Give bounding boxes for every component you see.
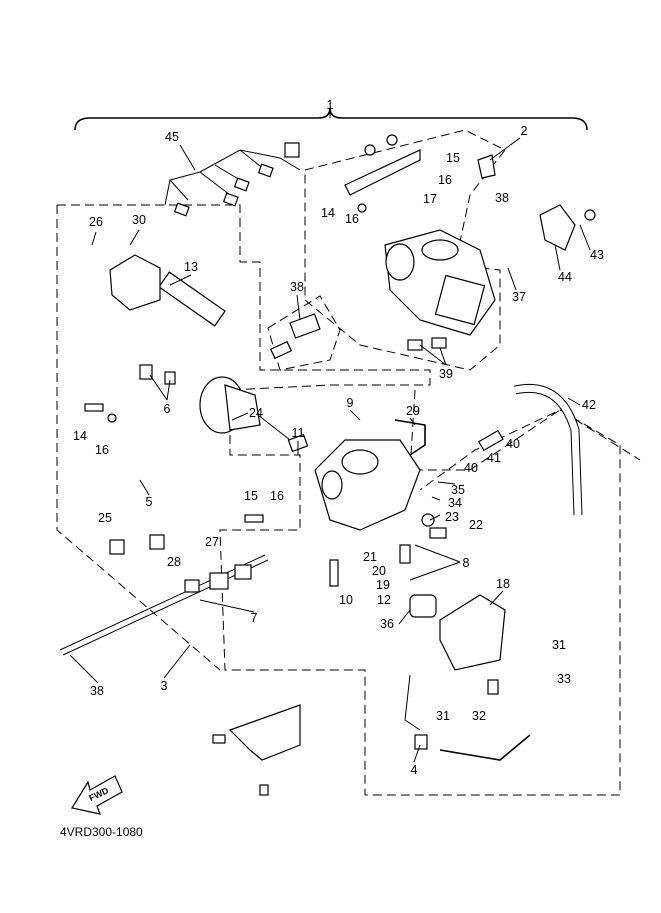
callout: 24	[249, 406, 263, 420]
joint-pipe	[394, 419, 426, 456]
callout: 35	[451, 483, 465, 497]
callout: 16	[95, 443, 109, 457]
callout: 32	[472, 709, 486, 723]
callout: 38	[495, 191, 509, 205]
callout: 33	[557, 672, 571, 686]
callout: 16	[270, 489, 284, 503]
callout: 12	[377, 593, 391, 607]
callout: 34	[448, 496, 462, 510]
fitting-2	[477, 154, 496, 179]
group-outline-29	[409, 389, 641, 471]
front-carburetor	[314, 439, 421, 531]
callout: 40	[506, 437, 520, 451]
callout: 19	[376, 578, 390, 592]
small-parts	[84, 313, 504, 796]
bracket	[344, 149, 421, 196]
callout: 14	[73, 429, 87, 443]
callout: 43	[590, 248, 604, 262]
callout: 4	[411, 763, 418, 777]
callout: 17	[423, 192, 437, 206]
callout: 14	[321, 206, 335, 220]
callout: 37	[512, 290, 526, 304]
fitting-44	[539, 204, 576, 251]
callout: 29	[406, 404, 420, 418]
top-cover	[109, 254, 161, 311]
callout: 21	[363, 550, 377, 564]
callout: 25	[98, 511, 112, 525]
callout: 13	[184, 260, 198, 274]
callout: 11	[292, 426, 305, 440]
link-rod	[404, 674, 421, 731]
callout: 41	[487, 451, 501, 465]
rear-carburetor	[384, 229, 496, 336]
callout: 3	[161, 679, 168, 693]
callout: 2	[521, 124, 528, 138]
callout: 31	[436, 709, 450, 723]
fwd-arrow-icon: FWD	[71, 775, 123, 815]
group-outline-2	[304, 129, 506, 371]
callout: 22	[469, 518, 483, 532]
callout: 16	[438, 173, 452, 187]
callout: 31	[552, 638, 566, 652]
drawing-code: 4VRD300-1080	[60, 825, 143, 839]
callout: 38	[290, 280, 304, 294]
callout: 27	[205, 535, 219, 549]
callout: 18	[496, 577, 510, 591]
callout: 36	[380, 617, 394, 631]
callout-labels: 1 2 15 16 17 38 14 16 26 30 13 45 43 44 …	[73, 98, 604, 777]
callout: 10	[339, 593, 353, 607]
callout: 8	[463, 556, 470, 570]
callout: 15	[244, 489, 258, 503]
callout: 6	[164, 402, 171, 416]
side-cover	[439, 594, 506, 671]
callout: 5	[146, 495, 153, 509]
callout: 40	[464, 461, 478, 475]
diaphragm-piston	[199, 376, 291, 441]
assembly-brace	[74, 107, 588, 131]
callout: 20	[372, 564, 386, 578]
wire-harness	[164, 142, 301, 217]
callout: 15	[446, 151, 460, 165]
leader-lines	[69, 110, 591, 763]
group-outline-3	[56, 204, 621, 796]
choke-cable	[439, 734, 531, 761]
cable-bracket	[228, 704, 301, 761]
callout: 23	[445, 510, 459, 524]
throttle-shaft	[59, 554, 269, 656]
callout: 7	[251, 611, 258, 625]
callout: 39	[439, 367, 453, 381]
callout: 45	[165, 130, 179, 144]
callout: 1	[327, 98, 334, 112]
callout: 30	[132, 213, 146, 227]
callout: 28	[167, 555, 181, 569]
callout: 44	[558, 270, 572, 284]
callout: 42	[582, 398, 596, 412]
callout: 26	[89, 215, 103, 229]
group-outline-38	[267, 295, 341, 371]
spring	[158, 271, 226, 327]
callout: 9	[347, 396, 354, 410]
callout: 38	[90, 684, 104, 698]
callout: 16	[345, 212, 359, 226]
